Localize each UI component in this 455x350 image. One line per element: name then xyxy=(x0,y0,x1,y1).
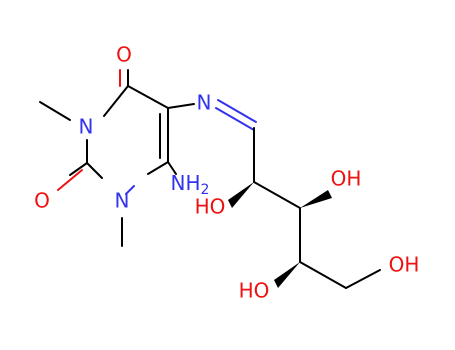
bond-c6-n1 xyxy=(147,161,169,175)
bond-n3-methyl xyxy=(39,101,71,121)
atom-nh2-subscript: 2 xyxy=(201,182,210,198)
wedge-c4-oh xyxy=(274,262,300,288)
atom-n1: N xyxy=(115,189,130,213)
atom-oh-c: HO xyxy=(239,279,270,303)
atom-oh-b: OH xyxy=(331,167,362,191)
bond-n3-c4 xyxy=(103,85,129,117)
atom-oh-a: HO xyxy=(195,195,226,219)
atom-n3: N xyxy=(79,115,94,139)
atom-o-left: O xyxy=(34,189,50,213)
bond-c4-c5 xyxy=(127,85,169,109)
bond-chain-2 xyxy=(253,181,301,209)
bond-chain-4 xyxy=(299,261,347,289)
bond-imine-double xyxy=(217,99,257,123)
atom-oh-d: OH xyxy=(389,253,420,277)
atom-n-imine: N xyxy=(197,91,212,115)
bond-c2-o xyxy=(69,162,88,176)
atom-nh2: NH2 xyxy=(171,171,210,199)
wedge-c3-oh xyxy=(300,190,332,208)
bond-n1-stub xyxy=(125,185,135,195)
bond-c2-n1 xyxy=(86,162,103,179)
bond-imine xyxy=(215,107,255,131)
bond-c2-o-double xyxy=(57,169,83,191)
atom-nh2-label: NH xyxy=(171,171,201,195)
bond-c5-n-imine xyxy=(167,103,195,109)
bond-chain-5 xyxy=(345,269,381,289)
atom-o-top: O xyxy=(116,43,132,67)
bond-c6-nh2 xyxy=(167,161,177,175)
wedge-c2-oh xyxy=(228,182,254,208)
